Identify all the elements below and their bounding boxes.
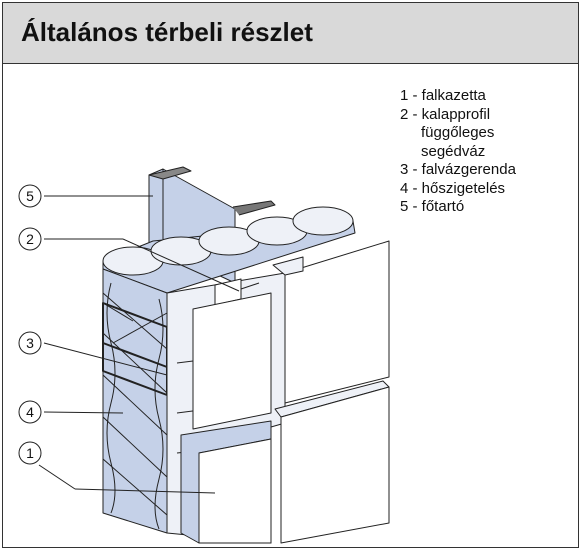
- callout-1: [18, 441, 42, 465]
- leader-4: [43, 411, 124, 414]
- insulation-wave: [102, 292, 168, 516]
- wall-cassette-lower-left-face: [198, 438, 272, 544]
- legend-item: 1 - falkazetta: [400, 87, 486, 104]
- callout-number: 4: [26, 404, 34, 420]
- isometric-detail-drawing: 5 2 3 4 1: [18, 166, 390, 544]
- main-column-flange: [148, 166, 192, 180]
- legend-item: 3 - falvázgerenda: [400, 161, 516, 178]
- legend-item: 2 - kalapprofil: [400, 105, 491, 123]
- detail-frame: Általános térbeli részlet: [2, 2, 579, 548]
- legend-item-continuation: függőleges: [421, 124, 495, 141]
- legend-item-continuation: segédváz: [421, 142, 486, 160]
- legend-item: 5 - főtartó: [400, 198, 465, 215]
- leader-3: [43, 342, 168, 376]
- insulation-roll-top: [292, 206, 354, 236]
- callout-number: 2: [26, 231, 34, 247]
- callout-number: 5: [26, 188, 34, 204]
- callout-3: [18, 331, 42, 355]
- callout-number: 3: [26, 335, 34, 351]
- title-bar: Általános térbeli részlet: [3, 3, 578, 64]
- page-title: Általános térbeli részlet: [21, 17, 313, 47]
- wall-cassette-upper-right: [284, 240, 390, 404]
- callout-2: [18, 227, 42, 251]
- leader-1: [38, 464, 76, 490]
- callout-number: 1: [26, 445, 34, 461]
- callout-5: [18, 184, 42, 208]
- wall-cassette-lower-right: [280, 386, 390, 544]
- main-column-flange-top: [232, 200, 276, 216]
- insulation-arc: [106, 282, 116, 514]
- insulation-arc: [154, 298, 164, 530]
- legend-item: 4 - hőszigetelés: [400, 179, 506, 197]
- legend: 1 - falkazetta 2 - kalapprofil függőlege…: [400, 87, 516, 217]
- callout-4: [18, 400, 42, 424]
- wall-cassette-upper-left: [192, 292, 272, 430]
- cassette-upper-right-top: [272, 256, 304, 276]
